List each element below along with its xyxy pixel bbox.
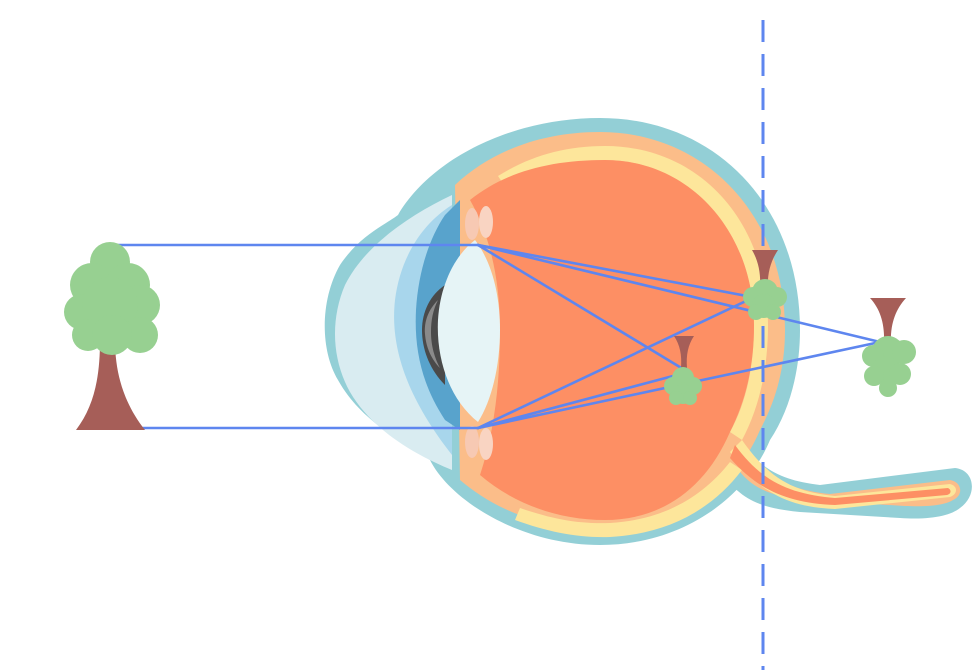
optic-nerve-core <box>730 445 951 505</box>
pupil-highlight <box>424 300 440 368</box>
inverted-tree-icon <box>862 298 916 397</box>
image-far-foliage <box>862 336 916 397</box>
image-retina-foliage <box>743 279 787 320</box>
tree-trunk <box>76 340 145 430</box>
anterior-segment <box>334 195 500 470</box>
ray-top-to-near-image <box>476 243 690 374</box>
image-near-foliage <box>664 367 702 405</box>
image-retina-trunk <box>752 250 778 290</box>
image-near-trunk <box>674 336 694 368</box>
ray-bottom-to-retina-image <box>476 290 767 430</box>
inverted-tree-icon <box>664 336 702 405</box>
tree-foliage <box>64 242 160 355</box>
image-far-trunk <box>870 298 906 345</box>
ciliary-body-bottom <box>465 426 493 460</box>
retina-bottom <box>515 462 742 538</box>
ray-top-to-far-image <box>476 243 882 344</box>
inverted-tree-icon <box>743 250 787 320</box>
ciliary-body-top <box>465 206 493 240</box>
ray-bottom-to-near-image <box>476 370 690 430</box>
vitreous-body <box>470 160 754 520</box>
tree-icon <box>64 242 160 430</box>
light-rays <box>110 243 882 430</box>
lens <box>437 240 500 422</box>
ray-top-to-retina-image <box>476 243 770 302</box>
